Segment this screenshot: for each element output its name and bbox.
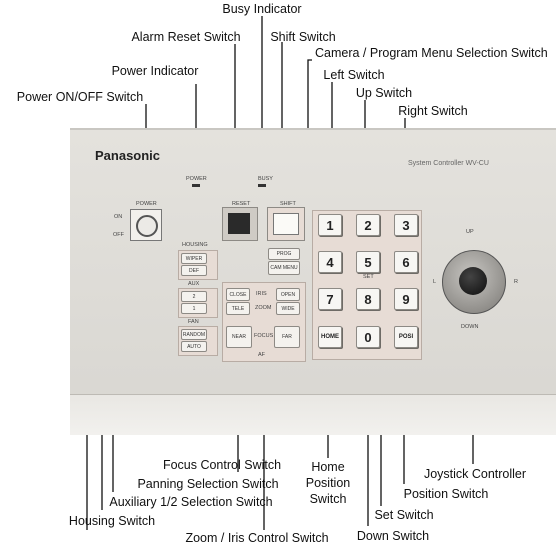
wiper-button[interactable]: WIPER xyxy=(181,253,207,264)
on-label: ON xyxy=(114,214,123,220)
down-label: DOWN xyxy=(461,324,479,330)
label-camera-program-menu: Camera / Program Menu Selection Switch xyxy=(315,46,548,60)
alarm-reset-switch[interactable] xyxy=(228,213,250,234)
label-zoom-iris-control-switch: Zoom / Iris Control Switch xyxy=(185,531,329,545)
label-focus-control-switch: Focus Control Switch xyxy=(162,458,282,472)
key-3[interactable]: 3 xyxy=(394,214,418,236)
key-7[interactable]: 7 xyxy=(318,288,342,310)
zoom-tele-button[interactable]: TELE xyxy=(226,302,250,315)
up-label: UP xyxy=(466,229,474,235)
label-joystick-controller: Joystick Controller xyxy=(423,467,527,481)
label-right-switch: Right Switch xyxy=(398,104,468,118)
power-indicator-led xyxy=(192,184,200,187)
key-4-left[interactable]: 4 xyxy=(318,251,342,273)
label-auxiliary-selection-switch: Auxiliary 1/2 Selection Switch xyxy=(109,495,273,509)
l-label: L xyxy=(433,279,437,285)
busy-led-label: BUSY xyxy=(258,176,273,182)
zoom-wide-button[interactable]: WIDE xyxy=(276,302,300,315)
reset-label: RESET xyxy=(232,201,251,207)
label-housing-switch: Housing Switch xyxy=(68,514,156,528)
cam-menu-button[interactable]: CAM MENU xyxy=(268,261,300,275)
label-position-switch: Position Switch xyxy=(403,487,489,501)
power-onoff-switch[interactable] xyxy=(136,215,158,237)
label-alarm-reset-switch: Alarm Reset Switch xyxy=(131,30,241,44)
focus-near-button[interactable]: NEAR xyxy=(226,326,252,348)
label-home-position-1: Home xyxy=(311,460,345,474)
label-power-onoff-switch: Power ON/OFF Switch xyxy=(16,90,144,104)
shift-switch[interactable] xyxy=(273,213,299,235)
fan-label: FAN xyxy=(188,319,199,325)
label-home-position-3: Switch xyxy=(309,492,347,506)
key-0-down[interactable]: 0 xyxy=(356,326,380,348)
label-shift-switch: Shift Switch xyxy=(270,30,336,44)
label-panning-selection-switch: Panning Selection Switch xyxy=(137,477,279,491)
iris-label: IRIS xyxy=(256,291,267,297)
prog-button[interactable]: PROG xyxy=(268,248,300,260)
label-busy-indicator: Busy Indicator xyxy=(222,2,302,16)
off-label: OFF xyxy=(113,232,124,238)
af-label: AF xyxy=(258,352,266,358)
label-power-indicator: Power Indicator xyxy=(111,64,199,78)
brand-logo: Panasonic xyxy=(95,148,161,163)
reset-housing xyxy=(222,207,258,241)
zoom-label: ZOOM xyxy=(255,305,272,311)
auto-button[interactable]: AUTO xyxy=(181,341,207,352)
housing-label: HOUSING xyxy=(182,242,208,248)
random-button[interactable]: RANDOM xyxy=(181,329,207,340)
shift-label: SHIFT xyxy=(280,201,296,207)
model-label: System Controller WV-CU xyxy=(408,160,489,167)
r-label: R xyxy=(514,279,518,285)
label-home-position-2: Position xyxy=(305,476,351,490)
iris-close-button[interactable]: CLOSE xyxy=(226,288,250,301)
joystick-controller[interactable] xyxy=(459,267,487,295)
key-2[interactable]: 2 xyxy=(356,214,380,236)
label-set-switch: Set Switch xyxy=(374,508,434,522)
posi-key[interactable]: POSI xyxy=(394,326,418,348)
power-switch-label: POWER xyxy=(136,201,157,207)
iris-open-button[interactable]: OPEN xyxy=(276,288,300,301)
def-button[interactable]: DEF xyxy=(181,265,207,276)
focus-far-button[interactable]: FAR xyxy=(274,326,300,348)
key-5-up[interactable]: 5 xyxy=(356,251,380,273)
power-switch-housing xyxy=(130,209,162,241)
aux-1-button[interactable]: 1 xyxy=(181,303,207,314)
console-front-lip xyxy=(70,394,556,435)
power-led-label: POWER xyxy=(186,176,207,182)
key-8[interactable]: 8 xyxy=(356,288,380,310)
busy-indicator-led xyxy=(258,184,266,187)
joystick-base xyxy=(442,250,506,314)
focus-label: FOCUS xyxy=(254,333,274,339)
aux-2-button[interactable]: 2 xyxy=(181,291,207,302)
home-key[interactable]: HOME xyxy=(318,326,342,348)
key-6-right[interactable]: 6 xyxy=(394,251,418,273)
aux-label: AUX xyxy=(188,281,200,287)
key-9[interactable]: 9 xyxy=(394,288,418,310)
label-left-switch: Left Switch xyxy=(323,68,385,82)
label-up-switch: Up Switch xyxy=(355,86,413,100)
shift-housing xyxy=(267,207,305,241)
key-1[interactable]: 1 xyxy=(318,214,342,236)
set-label: SET xyxy=(363,274,374,280)
label-down-switch: Down Switch xyxy=(356,529,430,543)
